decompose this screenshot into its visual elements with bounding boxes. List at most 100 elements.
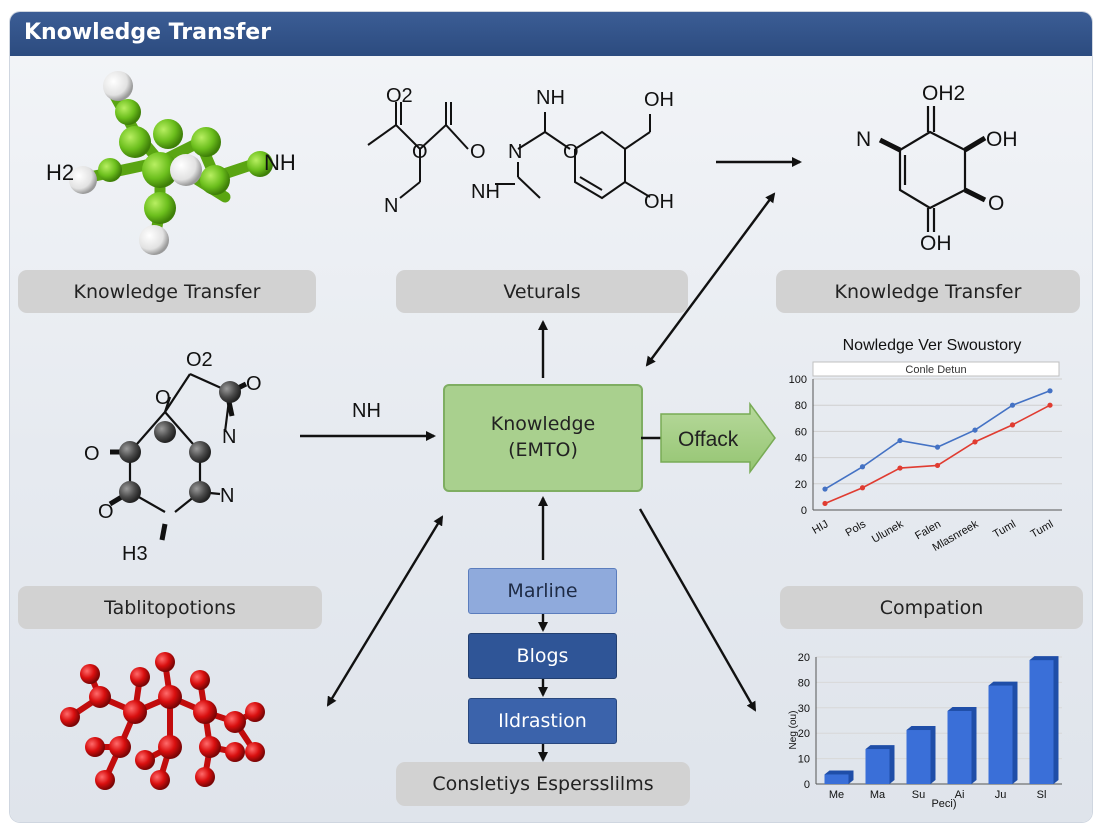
label-consletiys: Consletiys Espersslilms bbox=[396, 762, 690, 806]
line-chart-xtick: Tuml bbox=[991, 518, 1018, 540]
chain-label: N bbox=[508, 141, 522, 163]
chain-label: NH bbox=[536, 87, 565, 109]
ring-label: OH bbox=[986, 128, 1018, 151]
arrow-label-nh: NH bbox=[352, 400, 381, 422]
red-molecule-icon bbox=[60, 652, 265, 790]
dark-ring-label: O bbox=[155, 387, 171, 409]
bar-chart-bar bbox=[824, 774, 849, 784]
line-chart-ytick: 40 bbox=[795, 453, 807, 465]
dark-ring-label: H3 bbox=[122, 543, 148, 565]
line-chart-point bbox=[859, 485, 866, 491]
bar-chart-ytick: 10 bbox=[798, 754, 810, 766]
line-chart-point bbox=[897, 465, 903, 471]
bar-chart-xtick: Ma bbox=[870, 789, 886, 801]
bar-chart-bar bbox=[906, 730, 931, 784]
line-chart-point bbox=[897, 437, 903, 444]
diagram-frame: Knowledge Transfer Knowledge Transfer Ve… bbox=[10, 12, 1092, 822]
bar-chart-xtick: Ju bbox=[995, 789, 1007, 801]
line-chart-subtitle: Conle Detun bbox=[905, 364, 966, 376]
green-mol-label-nh: NH bbox=[264, 150, 296, 175]
chain-structure-labels: O2 O O N NH O OH OH N NH bbox=[384, 85, 674, 217]
dark-ring-label: O bbox=[98, 501, 114, 523]
line-chart-point bbox=[822, 500, 828, 507]
line-chart: Nowledge Ver Swoustory Conle Detun 100 80… bbox=[789, 337, 1062, 554]
chain-label: O bbox=[412, 141, 428, 163]
line-chart-title: Nowledge Ver Swoustory bbox=[843, 337, 1022, 354]
label-knowledge-transfer-right: Knowledge Transfer bbox=[776, 270, 1080, 313]
bar-chart-xtick: Su bbox=[912, 789, 925, 801]
dark-ring-label: O bbox=[84, 443, 100, 465]
ring-label: OH2 bbox=[922, 82, 965, 105]
line-chart-point bbox=[972, 439, 978, 445]
bar-chart-xtick: Ai bbox=[955, 789, 965, 801]
bar-chart-bar bbox=[865, 749, 890, 784]
offack-arrow: Offack bbox=[641, 401, 776, 475]
green-molecule-icon: H2 NH bbox=[46, 71, 296, 255]
ring-structure-icon bbox=[878, 106, 987, 232]
bar-chart-xtick: Me bbox=[829, 789, 844, 801]
dark-ring-label: O bbox=[246, 373, 262, 395]
dark-ring-label: O2 bbox=[186, 349, 213, 371]
bar-chart-ytick: 30 bbox=[798, 703, 810, 715]
line-chart-series-line bbox=[824, 404, 1051, 505]
diagram-overlay: H2 NH O2 O O N NH O OH OH N bbox=[46, 71, 1062, 810]
arrow-diag-bottom-left bbox=[326, 515, 444, 707]
label-tablitopotions: Tablitopotions bbox=[18, 586, 322, 629]
bar-chart-ytick: 0 bbox=[804, 779, 810, 791]
chain-label: O bbox=[470, 141, 486, 163]
connector-arrows bbox=[300, 157, 802, 762]
center-node-line1: Knowledge bbox=[490, 413, 596, 436]
line-chart-ytick: 80 bbox=[795, 400, 807, 412]
line-chart-ytick: 60 bbox=[795, 426, 807, 438]
line-chart-point bbox=[822, 486, 828, 492]
flow-box-marline: Marline bbox=[468, 568, 617, 614]
chain-label: NH bbox=[471, 181, 500, 203]
label-compation: Compation bbox=[780, 586, 1083, 629]
ring-structure-labels: OH2 N OH O OH bbox=[856, 82, 1018, 255]
header-bar: Knowledge Transfer bbox=[10, 12, 1092, 56]
flow-box-ildrastion: Ildrastion bbox=[468, 698, 617, 744]
bar-chart-bar bbox=[1029, 660, 1054, 784]
line-chart-point bbox=[934, 444, 941, 450]
ring-label: N bbox=[856, 128, 871, 151]
line-chart-point bbox=[1047, 402, 1053, 408]
chain-label: O2 bbox=[386, 85, 413, 107]
bar-chart-bar bbox=[947, 710, 972, 784]
chain-structure-icon bbox=[367, 102, 651, 200]
flow-box-blogs: Blogs bbox=[468, 633, 617, 679]
green-mol-label-h2: H2 bbox=[46, 160, 74, 185]
center-node-line2: (EMTO) bbox=[508, 439, 578, 461]
chain-label: N bbox=[384, 195, 398, 217]
ring-label: OH bbox=[920, 232, 952, 255]
label-knowledge-transfer-left: Knowledge Transfer bbox=[18, 270, 316, 313]
line-chart-point bbox=[972, 427, 978, 433]
line-chart-point bbox=[934, 462, 941, 469]
arrow-diag-bottom-right bbox=[638, 508, 757, 712]
arrow-diag-top-right bbox=[645, 192, 776, 367]
line-chart-xtick: Ulunek bbox=[870, 518, 906, 546]
offack-label: Offack bbox=[678, 428, 739, 451]
chain-label: OH bbox=[644, 191, 674, 213]
dark-ring-label: N bbox=[222, 426, 236, 448]
bar-chart-xtick: Sl bbox=[1037, 789, 1047, 801]
bar-chart-bar bbox=[988, 685, 1013, 784]
ring-label: O bbox=[988, 192, 1004, 215]
line-chart-xtick: Pols bbox=[843, 518, 868, 539]
line-chart-point bbox=[859, 464, 866, 470]
line-chart-ytick: 0 bbox=[801, 505, 807, 517]
line-chart-ytick: 100 bbox=[789, 374, 807, 386]
page-title: Knowledge Transfer bbox=[24, 20, 272, 45]
line-chart-point bbox=[1009, 422, 1016, 428]
bar-chart-ytick: 80 bbox=[798, 677, 810, 689]
line-chart-ytick: 20 bbox=[795, 479, 807, 491]
label-veturals: Veturals bbox=[396, 270, 688, 313]
line-chart-xtick: Tuml bbox=[1029, 518, 1056, 540]
bar-chart-ytick: 20 bbox=[798, 652, 810, 664]
line-chart-xtick: HIJ bbox=[810, 518, 830, 537]
dark-ring-labels: O2 O O N O O N H3 bbox=[84, 349, 262, 565]
knowledge-center-node: Knowledge (EMTO) bbox=[443, 384, 643, 492]
chain-label: O bbox=[563, 141, 579, 163]
bar-chart-ytick: 20 bbox=[798, 728, 810, 740]
dark-ring-molecule-icon bbox=[108, 372, 248, 541]
